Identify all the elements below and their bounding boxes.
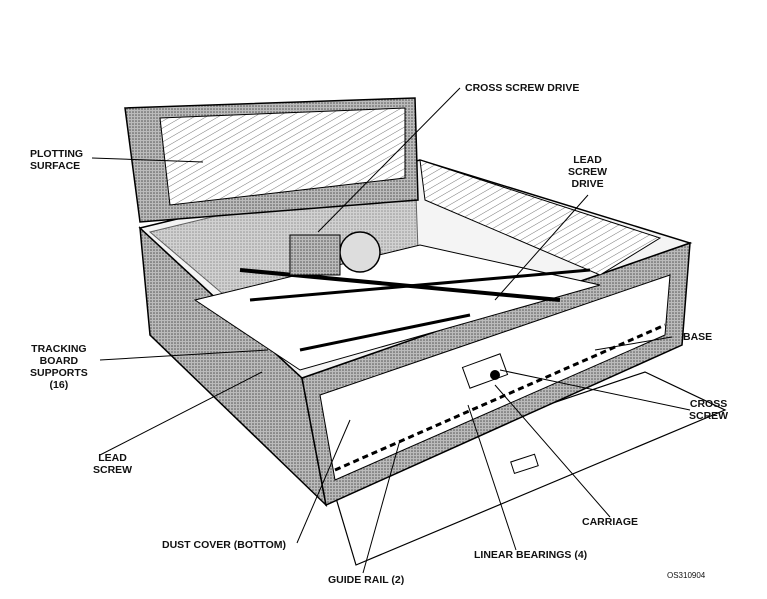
label-line: BOARD: [39, 355, 79, 367]
figure-id: OS310904: [667, 571, 706, 580]
label-linear-bearings: LINEAR BEARINGS (4): [474, 549, 588, 561]
label-line: TRACKING: [31, 343, 87, 355]
label-plotting-surface: PLOTTING SURFACE: [30, 148, 83, 172]
label-line: SURFACE: [30, 160, 81, 172]
label-guide-rail: GUIDE RAIL (2): [328, 574, 405, 586]
label-cross-screw-drive: CROSS SCREW DRIVE: [465, 82, 580, 94]
label-line: LEAD: [573, 154, 602, 166]
label-lead-screw: LEAD SCREW: [93, 452, 132, 476]
dust-cover-handle: [510, 453, 539, 475]
label-carriage: CARRIAGE: [582, 516, 639, 528]
label-line: SCREW: [568, 166, 608, 178]
label-line: (16): [49, 379, 69, 391]
carriage: [461, 353, 509, 389]
label-line: PLOTTING: [30, 148, 84, 160]
label-base: BASE: [683, 331, 713, 343]
carriage-block: [289, 234, 341, 276]
label-line: CROSS: [689, 398, 728, 410]
label-line: DRIVE: [571, 178, 604, 190]
label-lead-screw-drive: LEAD SCREW DRIVE: [568, 154, 607, 190]
leader-lines: [91, 87, 691, 574]
label-line: SUPPORTS: [30, 367, 88, 379]
label-line: LEAD: [98, 452, 127, 464]
cross-screw-drive-gear: [339, 231, 381, 273]
label-line: SCREW: [93, 464, 133, 476]
label-tracking-board-supports: TRACKING BOARD SUPPORTS (16): [30, 343, 88, 391]
label-cross-screw: CROSS SCREW: [689, 398, 728, 422]
label-dust-cover: DUST COVER (BOTTOM): [162, 539, 287, 551]
label-line: SCREW: [689, 410, 729, 422]
right-lid-glass: [419, 159, 662, 276]
